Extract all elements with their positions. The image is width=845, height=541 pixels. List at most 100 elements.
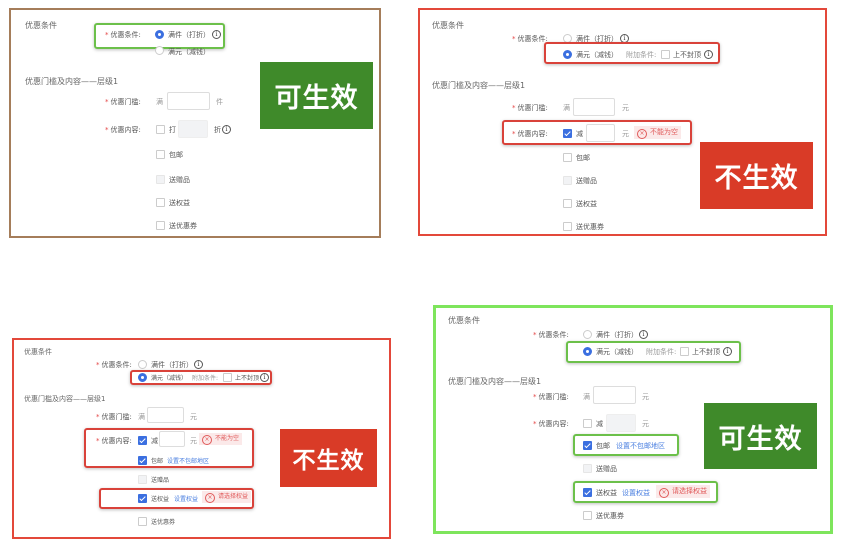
coupon-label: 送优惠券 bbox=[169, 222, 197, 230]
threshold-input[interactable] bbox=[167, 92, 210, 110]
set-benefit-link[interactable]: 设置权益 bbox=[174, 496, 199, 503]
threshold-input[interactable] bbox=[573, 98, 615, 116]
man-text: 满 bbox=[138, 413, 145, 421]
man-text: 满 bbox=[563, 104, 570, 112]
da-text: 打 bbox=[169, 126, 176, 134]
radio-yuan-reduce[interactable] bbox=[155, 46, 164, 55]
checkbox-coupon[interactable] bbox=[563, 222, 572, 231]
threshold-label: *优惠门槛: bbox=[96, 413, 132, 421]
checkbox-benefit[interactable] bbox=[583, 488, 592, 497]
checkbox-free-shipping[interactable] bbox=[138, 456, 147, 465]
set-benefit-link[interactable]: 设置权益 bbox=[622, 489, 650, 497]
threshold-input[interactable] bbox=[593, 386, 636, 404]
unit-text: 元 bbox=[190, 413, 197, 421]
highlight-box-content bbox=[502, 120, 692, 145]
checkbox-coupon[interactable] bbox=[138, 517, 147, 526]
error-not-empty: ×不能为空 bbox=[634, 126, 681, 139]
checkbox-free-shipping[interactable] bbox=[583, 441, 592, 450]
info-icon[interactable]: i bbox=[639, 330, 648, 339]
checkbox-coupon[interactable] bbox=[156, 221, 165, 230]
checkbox-gift[interactable] bbox=[563, 176, 572, 185]
checkbox-free-shipping[interactable] bbox=[156, 150, 165, 159]
radio-yuan-reduce[interactable] bbox=[583, 347, 592, 356]
checkbox-discount[interactable] bbox=[156, 125, 165, 134]
unit-text: 元 bbox=[622, 104, 629, 112]
radio-piece-label: 满件（打折） bbox=[151, 361, 193, 369]
threshold-input[interactable] bbox=[147, 407, 184, 423]
checkbox-gift[interactable] bbox=[583, 464, 592, 473]
man-text: 满 bbox=[583, 393, 590, 401]
extra-condition-label: 附加条件: bbox=[646, 348, 677, 356]
content-label: *优惠内容: bbox=[533, 420, 569, 428]
radio-yuan-label: 满元（减钱） bbox=[151, 375, 188, 382]
set-no-shipping-region-link[interactable]: 设置不包邮地区 bbox=[616, 442, 665, 450]
panel-bottom-left: 优惠条件 *优惠条件: 满件（打折） i 满元（减钱） 附加条件: 上不封顶 i… bbox=[12, 338, 391, 539]
highlight-box-condition bbox=[130, 370, 272, 385]
gift-label: 送赠品 bbox=[151, 477, 170, 484]
extra-condition-label: 附加条件: bbox=[626, 51, 657, 59]
section-title-condition: 优惠条件 bbox=[432, 21, 464, 30]
condition-label: *优惠条件: bbox=[96, 361, 132, 369]
radio-piece-discount[interactable] bbox=[583, 330, 592, 339]
threshold-label: *优惠门槛: bbox=[533, 393, 569, 401]
jian-text: 减 bbox=[576, 130, 583, 138]
checkbox-no-cap[interactable] bbox=[661, 50, 670, 59]
checkbox-gift[interactable] bbox=[156, 175, 165, 184]
error-icon: × bbox=[637, 129, 647, 139]
content-label: *优惠内容: bbox=[105, 126, 141, 134]
panel-top-right: 优惠条件 *优惠条件: 满件（打折） i 满元（减钱） 附加条件: 上不封顶 i… bbox=[418, 8, 827, 236]
panel-bottom-right: 优惠条件 *优惠条件: 满件（打折） i 满元（减钱） 附加条件: 上不封顶 i… bbox=[433, 305, 833, 534]
error-select-benefit: ×请选择权益 bbox=[656, 485, 710, 498]
free-shipping-label: 包邮 bbox=[169, 151, 183, 159]
info-icon[interactable]: i bbox=[194, 360, 203, 369]
unit-text: 元 bbox=[642, 393, 649, 401]
checkbox-no-cap[interactable] bbox=[680, 347, 689, 356]
checkbox-reduce[interactable] bbox=[583, 419, 592, 428]
checkbox-benefit[interactable] bbox=[563, 199, 572, 208]
checkbox-reduce[interactable] bbox=[138, 436, 147, 445]
info-icon[interactable]: i bbox=[222, 125, 231, 134]
set-no-shipping-region-link[interactable]: 设置不包邮地区 bbox=[167, 458, 210, 465]
highlight-box-free-shipping bbox=[573, 434, 679, 456]
discount-input[interactable] bbox=[178, 120, 208, 138]
coupon-label: 送优惠券 bbox=[576, 223, 604, 231]
info-icon[interactable]: i bbox=[723, 347, 732, 356]
man-text: 满 bbox=[156, 98, 163, 106]
section-title-condition: 优惠条件 bbox=[448, 316, 480, 325]
reduce-input[interactable] bbox=[586, 124, 615, 142]
reduce-input[interactable] bbox=[606, 414, 636, 432]
section-title-threshold: 优惠门槛及内容——层级1 bbox=[448, 377, 542, 386]
info-icon[interactable]: i bbox=[704, 50, 713, 59]
section-title-threshold: 优惠门槛及内容——层级1 bbox=[432, 81, 526, 90]
benefit-label: 送权益 bbox=[169, 199, 190, 207]
reduce-input[interactable] bbox=[159, 431, 185, 447]
jian-text: 减 bbox=[596, 420, 603, 428]
checkbox-gift[interactable] bbox=[138, 475, 147, 484]
checkbox-benefit[interactable] bbox=[156, 198, 165, 207]
extra-condition-label: 附加条件: bbox=[192, 375, 219, 382]
checkbox-benefit[interactable] bbox=[138, 494, 147, 503]
radio-yuan-label: 满元（减钱） bbox=[168, 48, 210, 56]
info-icon[interactable]: i bbox=[212, 30, 221, 39]
radio-yuan-label: 满元（减钱） bbox=[576, 51, 618, 59]
radio-yuan-reduce[interactable] bbox=[563, 50, 572, 59]
radio-piece-discount[interactable] bbox=[155, 30, 164, 39]
panel-top-left: 优惠条件 *优惠条件: 满件（打折） i 满元（减钱） 优惠门槛及内容——层级1… bbox=[9, 8, 381, 238]
checkbox-free-shipping[interactable] bbox=[563, 153, 572, 162]
free-shipping-label: 包邮 bbox=[596, 442, 610, 450]
gift-label: 送赠品 bbox=[169, 176, 190, 184]
highlight-box-condition bbox=[544, 42, 720, 64]
radio-yuan-reduce[interactable] bbox=[138, 373, 147, 382]
info-icon[interactable]: i bbox=[260, 373, 269, 382]
benefit-label: 送权益 bbox=[596, 489, 617, 497]
radio-yuan-label: 满元（减钱） bbox=[596, 348, 638, 356]
checkbox-no-cap[interactable] bbox=[223, 373, 232, 382]
checkbox-reduce[interactable] bbox=[563, 129, 572, 138]
jian-text: 减 bbox=[151, 437, 158, 445]
radio-piece-discount[interactable] bbox=[138, 360, 147, 369]
unit-text: 元 bbox=[622, 130, 629, 138]
coupon-label: 送优惠券 bbox=[596, 512, 624, 520]
error-icon: × bbox=[659, 488, 669, 498]
checkbox-coupon[interactable] bbox=[583, 511, 592, 520]
status-badge-valid: 可生效 bbox=[704, 403, 817, 469]
